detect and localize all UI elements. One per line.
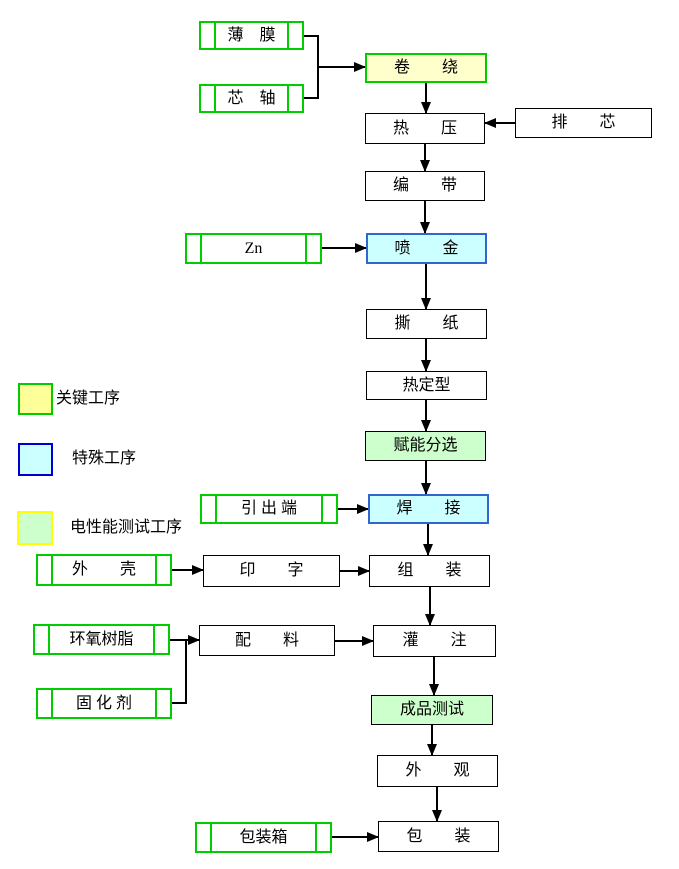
node-epoxy-resin: 环氧树脂 [33, 624, 170, 655]
legend-label-key-process: 关键工序 [56, 390, 121, 407]
node-energizing-sorting: 赋能分选 [365, 431, 486, 461]
node-winding: 卷 绕 [365, 53, 487, 83]
legend-label-special-process: 特殊工序 [72, 450, 137, 467]
node-core-arranging: 排 芯 [515, 108, 652, 138]
node-casing: 外 壳 [36, 554, 172, 586]
node-film: 薄 膜 [199, 21, 304, 50]
node-packaging: 包 装 [378, 821, 499, 852]
node-taping: 编 带 [365, 171, 485, 201]
node-packing-box: 包装箱 [195, 822, 332, 853]
legend-swatch-special-process [18, 443, 53, 476]
node-heat-setting: 热定型 [366, 371, 487, 400]
node-lead-terminal: 引 出 端 [200, 494, 338, 524]
node-mandrel: 芯 轴 [199, 84, 304, 113]
node-batching: 配 料 [199, 625, 335, 656]
node-curing-agent: 固 化 剂 [36, 688, 172, 719]
node-welding: 焊 接 [368, 494, 489, 524]
node-assembly: 组 装 [369, 555, 490, 587]
node-hot-press: 热 压 [365, 113, 485, 144]
legend-swatch-key-process [18, 383, 53, 415]
legend-label-electrical-test-process: 电性能测试工序 [70, 519, 183, 536]
legend-swatch-electrical-test-process [17, 511, 53, 545]
node-product-testing: 成品测试 [371, 695, 493, 725]
node-potting: 灌 注 [373, 625, 496, 657]
node-zinc: Zn [185, 233, 322, 264]
node-appearance: 外 观 [377, 755, 498, 787]
node-metal-spraying: 喷 金 [366, 233, 487, 264]
node-printing: 印 字 [203, 555, 340, 587]
node-paper-tearing: 撕 纸 [366, 309, 487, 339]
